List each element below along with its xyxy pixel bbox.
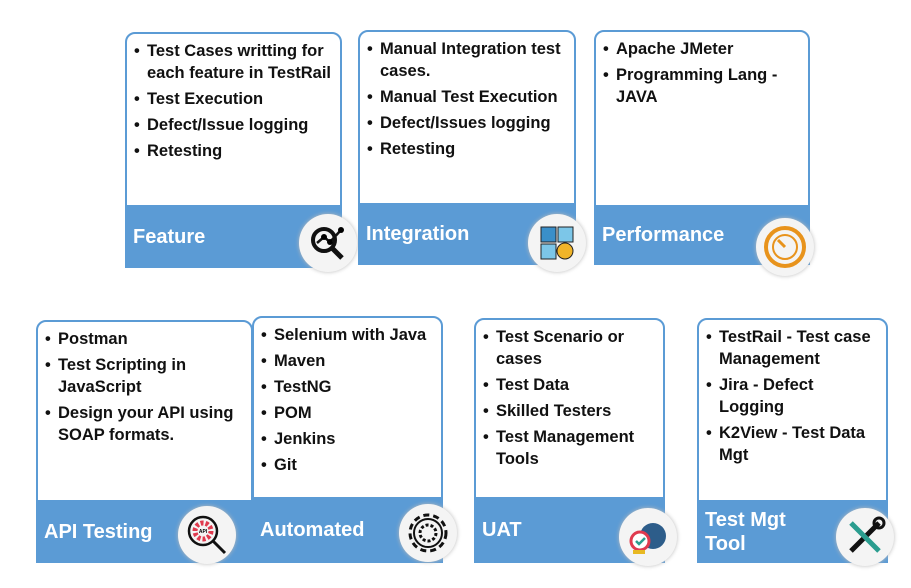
- card-title-text: Feature: [133, 225, 206, 248]
- card-api-testing: Postman Test Scripting in JavaScriptDesi…: [36, 320, 253, 563]
- card-title-text: Integration: [366, 223, 470, 245]
- user-check-gear-icon: [619, 508, 677, 566]
- list-item: Jenkins: [261, 428, 433, 450]
- analytics-search-icon: [299, 214, 357, 272]
- list-item: Maven: [261, 350, 433, 372]
- list-item: Defect/Issue logging: [134, 114, 332, 136]
- list-item: Jira - Defect Logging: [706, 374, 878, 418]
- speedometer-icon: [756, 218, 814, 276]
- puzzle-icon: [528, 214, 586, 272]
- card-title-text: Automated: [260, 519, 365, 541]
- api-search-icon: API: [178, 506, 236, 564]
- card-title-text: UAT: [482, 519, 522, 541]
- list-item: Test Cases writting for each feature in …: [134, 40, 332, 84]
- list-item: POM: [261, 402, 433, 424]
- list-item: Test Scenario or cases: [483, 326, 655, 370]
- tools-icon: [836, 508, 894, 566]
- list-item: Retesting: [134, 140, 332, 162]
- list-item: Manual Integration test cases.: [367, 38, 566, 82]
- list-item: K2View - Test Data Mgt: [706, 422, 878, 466]
- list-item: Test Scripting in JavaScript: [45, 354, 243, 398]
- list-item: Test Data: [483, 374, 655, 396]
- list-item: Selenium with Java: [261, 324, 433, 346]
- card-uat: Test Scenario or casesTest DataSkilled T…: [474, 318, 665, 563]
- item-list: Postman Test Scripting in JavaScriptDesi…: [38, 322, 251, 446]
- card-performance: Apache JMeterProgramming Lang - JAVA Perf…: [594, 30, 810, 265]
- item-list: TestRail - Test case ManagementJira - De…: [699, 320, 886, 466]
- list-item: Apache JMeter: [603, 38, 800, 60]
- item-list: Test Cases writting for each feature in …: [127, 34, 340, 162]
- list-item: Programming Lang - JAVA: [603, 64, 800, 108]
- card-title-text: Performance: [602, 224, 725, 246]
- list-item: Manual Test Execution: [367, 86, 566, 108]
- list-item: Git: [261, 454, 433, 476]
- list-item: TestRail - Test case Management: [706, 326, 878, 370]
- item-list: Manual Integration test cases. Manual Tes…: [360, 32, 574, 160]
- item-list: Selenium with JavaMavenTestNG POM JenkinsG…: [254, 318, 441, 476]
- list-item: Test Management Tools: [483, 426, 655, 470]
- card-title-text: Test Mgt Tool: [705, 508, 786, 555]
- svg-text:API: API: [199, 529, 208, 535]
- gear-icon: [399, 504, 457, 562]
- item-list: Test Scenario or casesTest DataSkilled T…: [476, 320, 663, 470]
- list-item: TestNG: [261, 376, 433, 398]
- list-item: Postman: [45, 328, 243, 350]
- list-item: Defect/Issues logging: [367, 112, 566, 134]
- list-item: Design your API using SOAP formats.: [45, 402, 243, 446]
- item-list: Apache JMeterProgramming Lang - JAVA: [596, 32, 808, 108]
- list-item: Test Execution: [134, 88, 332, 110]
- card-title-text: API Testing: [44, 520, 153, 543]
- list-item: Skilled Testers: [483, 400, 655, 422]
- list-item: Retesting: [367, 138, 566, 160]
